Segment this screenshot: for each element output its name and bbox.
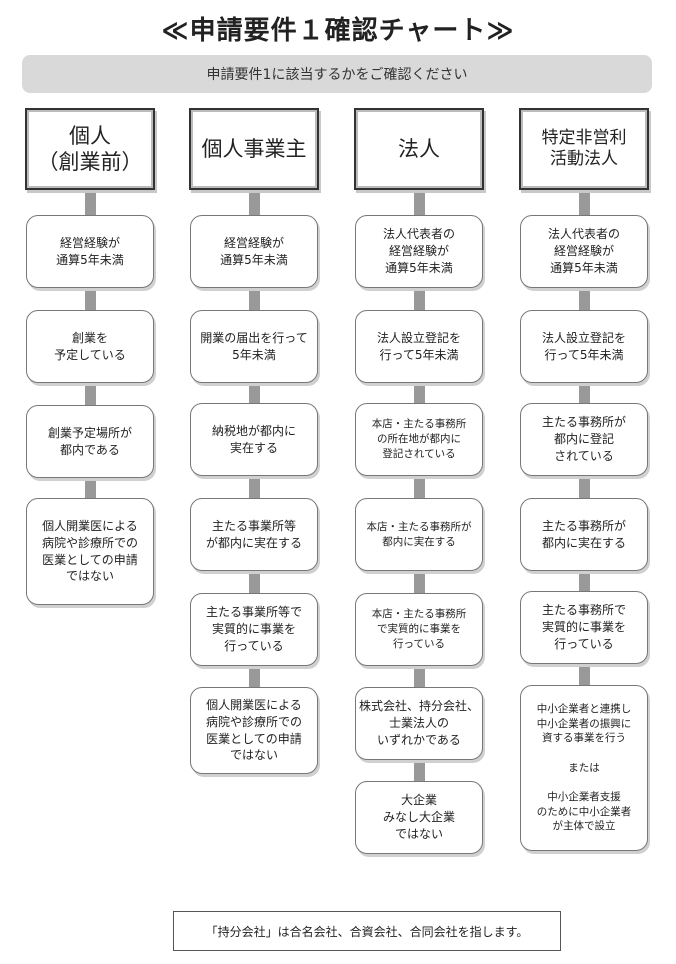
requirement-box: 株式会社、持分会社、 士業法人の いずれかである (355, 687, 483, 760)
requirement-box: 主たる事務所が 都内に登記 されている (520, 403, 648, 476)
footnote: 「持分会社」は合名会社、合資会社、合同会社を指します。 (173, 911, 561, 951)
requirement-box: 開業の届出を行って 5年未満 (190, 310, 318, 383)
requirement-box: 法人設立登記を 行って5年未満 (520, 310, 648, 383)
instruction-banner: 申請要件1に該当するかをご確認ください (22, 55, 652, 93)
requirement-box: 大企業 みなし大企業 ではない (355, 781, 483, 854)
column-header: 個人 （創業前） (25, 108, 155, 190)
column-header: 個人事業主 (189, 108, 319, 190)
requirement-box: 中小企業者と連携し 中小企業者の振興に 資する事業を行う または 中小企業者支援… (520, 685, 648, 851)
requirement-box: 主たる事業所等で 実質的に事業を 行っている (190, 593, 318, 666)
requirement-box: 個人開業医による 病院や診療所での 医業としての申請 ではない (190, 687, 318, 774)
connector-line (249, 188, 260, 768)
connector-line (579, 188, 590, 788)
requirement-box: 法人代表者の 経営経験が 通算5年未満 (520, 215, 648, 288)
requirement-box: 創業予定場所が 都内である (26, 405, 154, 478)
requirement-box: 主たる事務所が 都内に実在する (520, 498, 648, 571)
column-header: 法人 (354, 108, 484, 190)
requirement-box: 創業を 予定している (26, 310, 154, 383)
page-title: ≪申請要件１確認チャート≫ (161, 16, 515, 46)
requirement-box: 経営経験が 通算5年未満 (26, 215, 154, 288)
requirement-box: 経営経験が 通算5年未満 (190, 215, 318, 288)
requirement-box: 個人開業医による 病院や診療所での 医業としての申請 ではない (26, 498, 154, 605)
requirement-box: 主たる事業所等 が都内に実在する (190, 498, 318, 571)
column-header: 特定非営利 活動法人 (519, 108, 649, 190)
requirement-box: 本店・主たる事務所が 都内に実在する (355, 498, 483, 571)
requirement-box: 本店・主たる事務所 で実質的に事業を 行っている (355, 593, 483, 666)
requirement-box: 法人代表者の 経営経験が 通算5年未満 (355, 215, 483, 288)
requirement-box: 納税地が都内に 実在する (190, 403, 318, 476)
requirement-box: 本店・主たる事務所 の所在地が都内に 登記されている (355, 403, 483, 476)
requirement-box: 法人設立登記を 行って5年未満 (355, 310, 483, 383)
requirement-box: 主たる事務所で 実質的に事業を 行っている (520, 591, 648, 664)
connector-line (85, 188, 96, 588)
